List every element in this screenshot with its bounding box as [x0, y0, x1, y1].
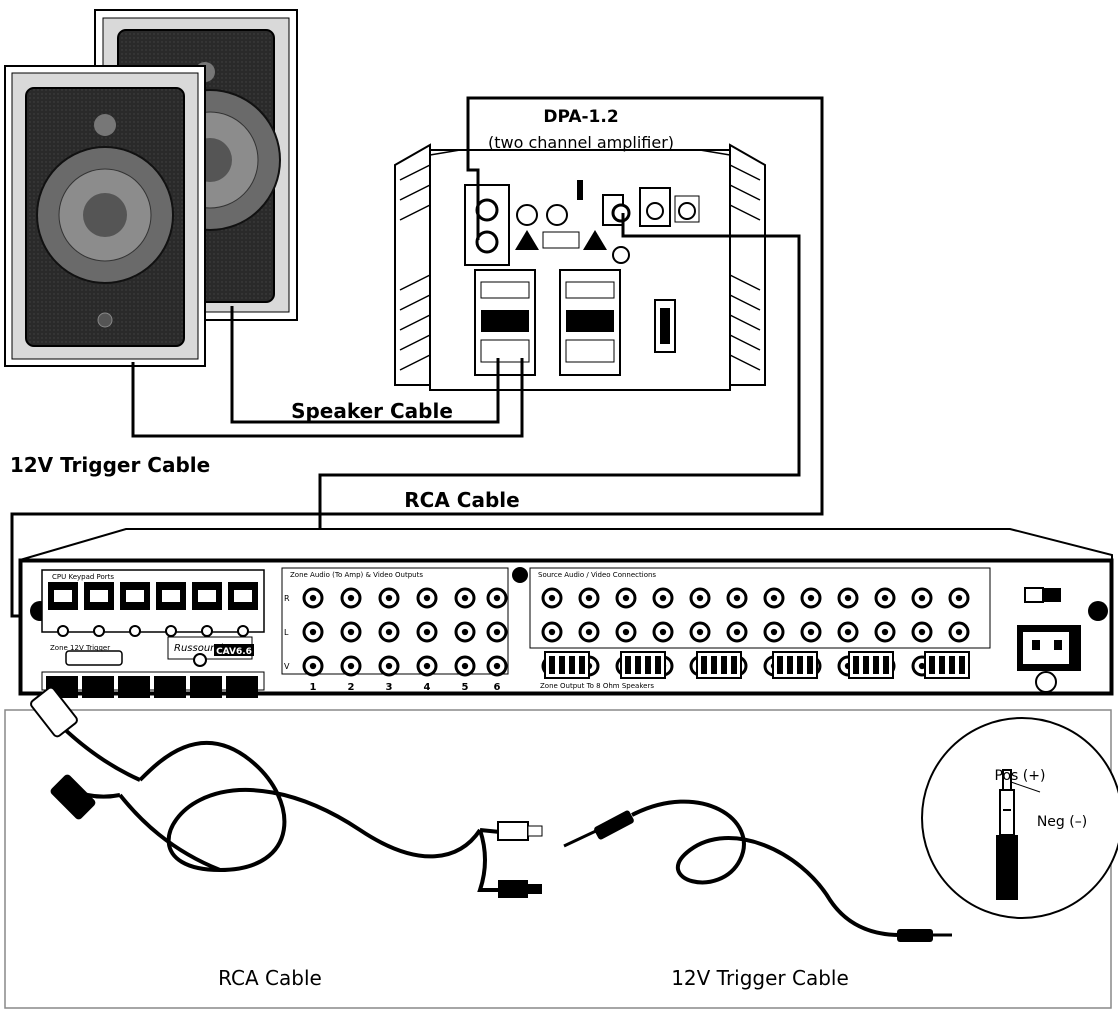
amp-description-label: (two channel amplifier): [488, 133, 674, 152]
source-jack-r1-c3-center: [623, 595, 629, 601]
source-jack-r1-c1-center: [549, 595, 555, 601]
zone-number-6: 6: [494, 682, 501, 693]
terminal-pin: [929, 656, 935, 674]
source-jack-r2-c9-center: [845, 629, 851, 635]
row-letter-l: L: [284, 628, 289, 637]
source-jack-r1-c9-center: [845, 595, 851, 601]
source-jack-r1-c7-center: [771, 595, 777, 601]
source-jack-r2-c6-center: [734, 629, 740, 635]
row-letter-v: V: [284, 662, 290, 671]
zone-jack-r2-c3-center: [386, 629, 392, 635]
terminal-pin: [777, 656, 783, 674]
keypad-header: CPU Keypad Ports: [52, 573, 114, 581]
source-jack-r2-c2-center: [586, 629, 592, 635]
zone-jack-r1-c3-center: [386, 595, 392, 601]
receiver: CPU Keypad Ports Zone 12V Trigger Russou…: [20, 529, 1112, 698]
source-jack-r1-c4-center: [660, 595, 666, 601]
zone-output-label: Zone Output To 8 Ohm Speakers: [540, 682, 654, 690]
amp-model-label: DPA-1.2: [543, 107, 618, 127]
source-jack-r2-c10-center: [882, 629, 888, 635]
terminal-pin: [949, 656, 955, 674]
zone-jack-r3-c4-center: [424, 663, 430, 669]
neg-label: Neg (–): [1037, 814, 1087, 830]
zone-jack-r2-c4-center: [424, 629, 430, 635]
zone-jack-r2-c5-center: [462, 629, 468, 635]
rca-cable-label: RCA Cable: [404, 488, 519, 512]
terminal-pin: [635, 656, 641, 674]
terminal-pin: [959, 656, 965, 674]
zone-jack-r3-c3-center: [386, 663, 392, 669]
terminal-pin: [655, 656, 661, 674]
terminal-pin: [559, 656, 565, 674]
zone-jack-r3-c5-center: [462, 663, 468, 669]
zone-jack-r1-c5-center: [462, 595, 468, 601]
zone-number-5: 5: [462, 682, 469, 693]
terminal-pin: [569, 656, 575, 674]
zone-jack-r3-c6-center: [494, 663, 500, 669]
trigger-cable-label: 12V Trigger Cable: [10, 453, 210, 477]
source-jack-r2-c4-center: [660, 629, 666, 635]
pos-label: Pos (+): [995, 768, 1046, 784]
terminal-pin: [731, 656, 737, 674]
zone-jack-r2-c2-center: [348, 629, 354, 635]
terminal-pin: [787, 656, 793, 674]
zone-number-1: 1: [310, 682, 317, 693]
zone-jack-r3-c1-center: [310, 663, 316, 669]
connector-detail: [922, 718, 1118, 918]
terminal-pin: [863, 656, 869, 674]
terminal-pin: [807, 656, 813, 674]
terminal-pin: [939, 656, 945, 674]
zone-jack-r2-c1-center: [310, 629, 316, 635]
zone-jack-r2-c6-center: [494, 629, 500, 635]
source-jack-r2-c8-center: [808, 629, 814, 635]
legend-rca-label: RCA Cable: [218, 966, 322, 990]
terminal-pin: [711, 656, 717, 674]
terminal-pin: [883, 656, 889, 674]
zone-jack-r1-c2-center: [348, 595, 354, 601]
zone-number-4: 4: [424, 682, 431, 693]
zone-jack-r1-c1-center: [310, 595, 316, 601]
source-jack-r1-c6-center: [734, 595, 740, 601]
speaker-front: [5, 66, 205, 366]
terminal-pin: [579, 656, 585, 674]
source-jack-r1-c2-center: [586, 595, 592, 601]
row-letter-r: R: [284, 594, 290, 603]
speaker-cable-label: Speaker Cable: [291, 399, 453, 423]
source-jack-r1-c10-center: [882, 595, 888, 601]
terminal-pin: [853, 656, 859, 674]
terminal-pin: [549, 656, 555, 674]
source-jack-r2-c7-center: [771, 629, 777, 635]
terminal-pin: [797, 656, 803, 674]
terminal-pin: [873, 656, 879, 674]
source-jack-r1-c11-center: [919, 595, 925, 601]
source-header: Source Audio / Video Connections: [538, 571, 656, 579]
zone-jack-r3-c2-center: [348, 663, 354, 669]
source-jack-r2-c1-center: [549, 629, 555, 635]
source-jack-r1-c12-center: [956, 595, 962, 601]
terminal-pin: [645, 656, 651, 674]
zone-jack-r1-c4-center: [424, 595, 430, 601]
zone-audio-header: Zone Audio (To Amp) & Video Outputs: [290, 571, 423, 579]
legend-trigger-label: 12V Trigger Cable: [671, 966, 849, 990]
source-jack-r2-c5-center: [697, 629, 703, 635]
source-jack-r2-c12-center: [956, 629, 962, 635]
terminal-pin: [625, 656, 631, 674]
terminal-pin: [701, 656, 707, 674]
source-jack-r1-c5-center: [697, 595, 703, 601]
amplifier: [395, 145, 765, 390]
zone-number-3: 3: [386, 682, 393, 693]
model-label: CAV6.6: [216, 647, 252, 657]
source-jack-r2-c11-center: [919, 629, 925, 635]
terminal-pin: [721, 656, 727, 674]
zone-jack-r1-c6-center: [494, 595, 500, 601]
source-jack-r2-c3-center: [623, 629, 629, 635]
zone-number-2: 2: [348, 682, 355, 693]
source-jack-r1-c8-center: [808, 595, 814, 601]
